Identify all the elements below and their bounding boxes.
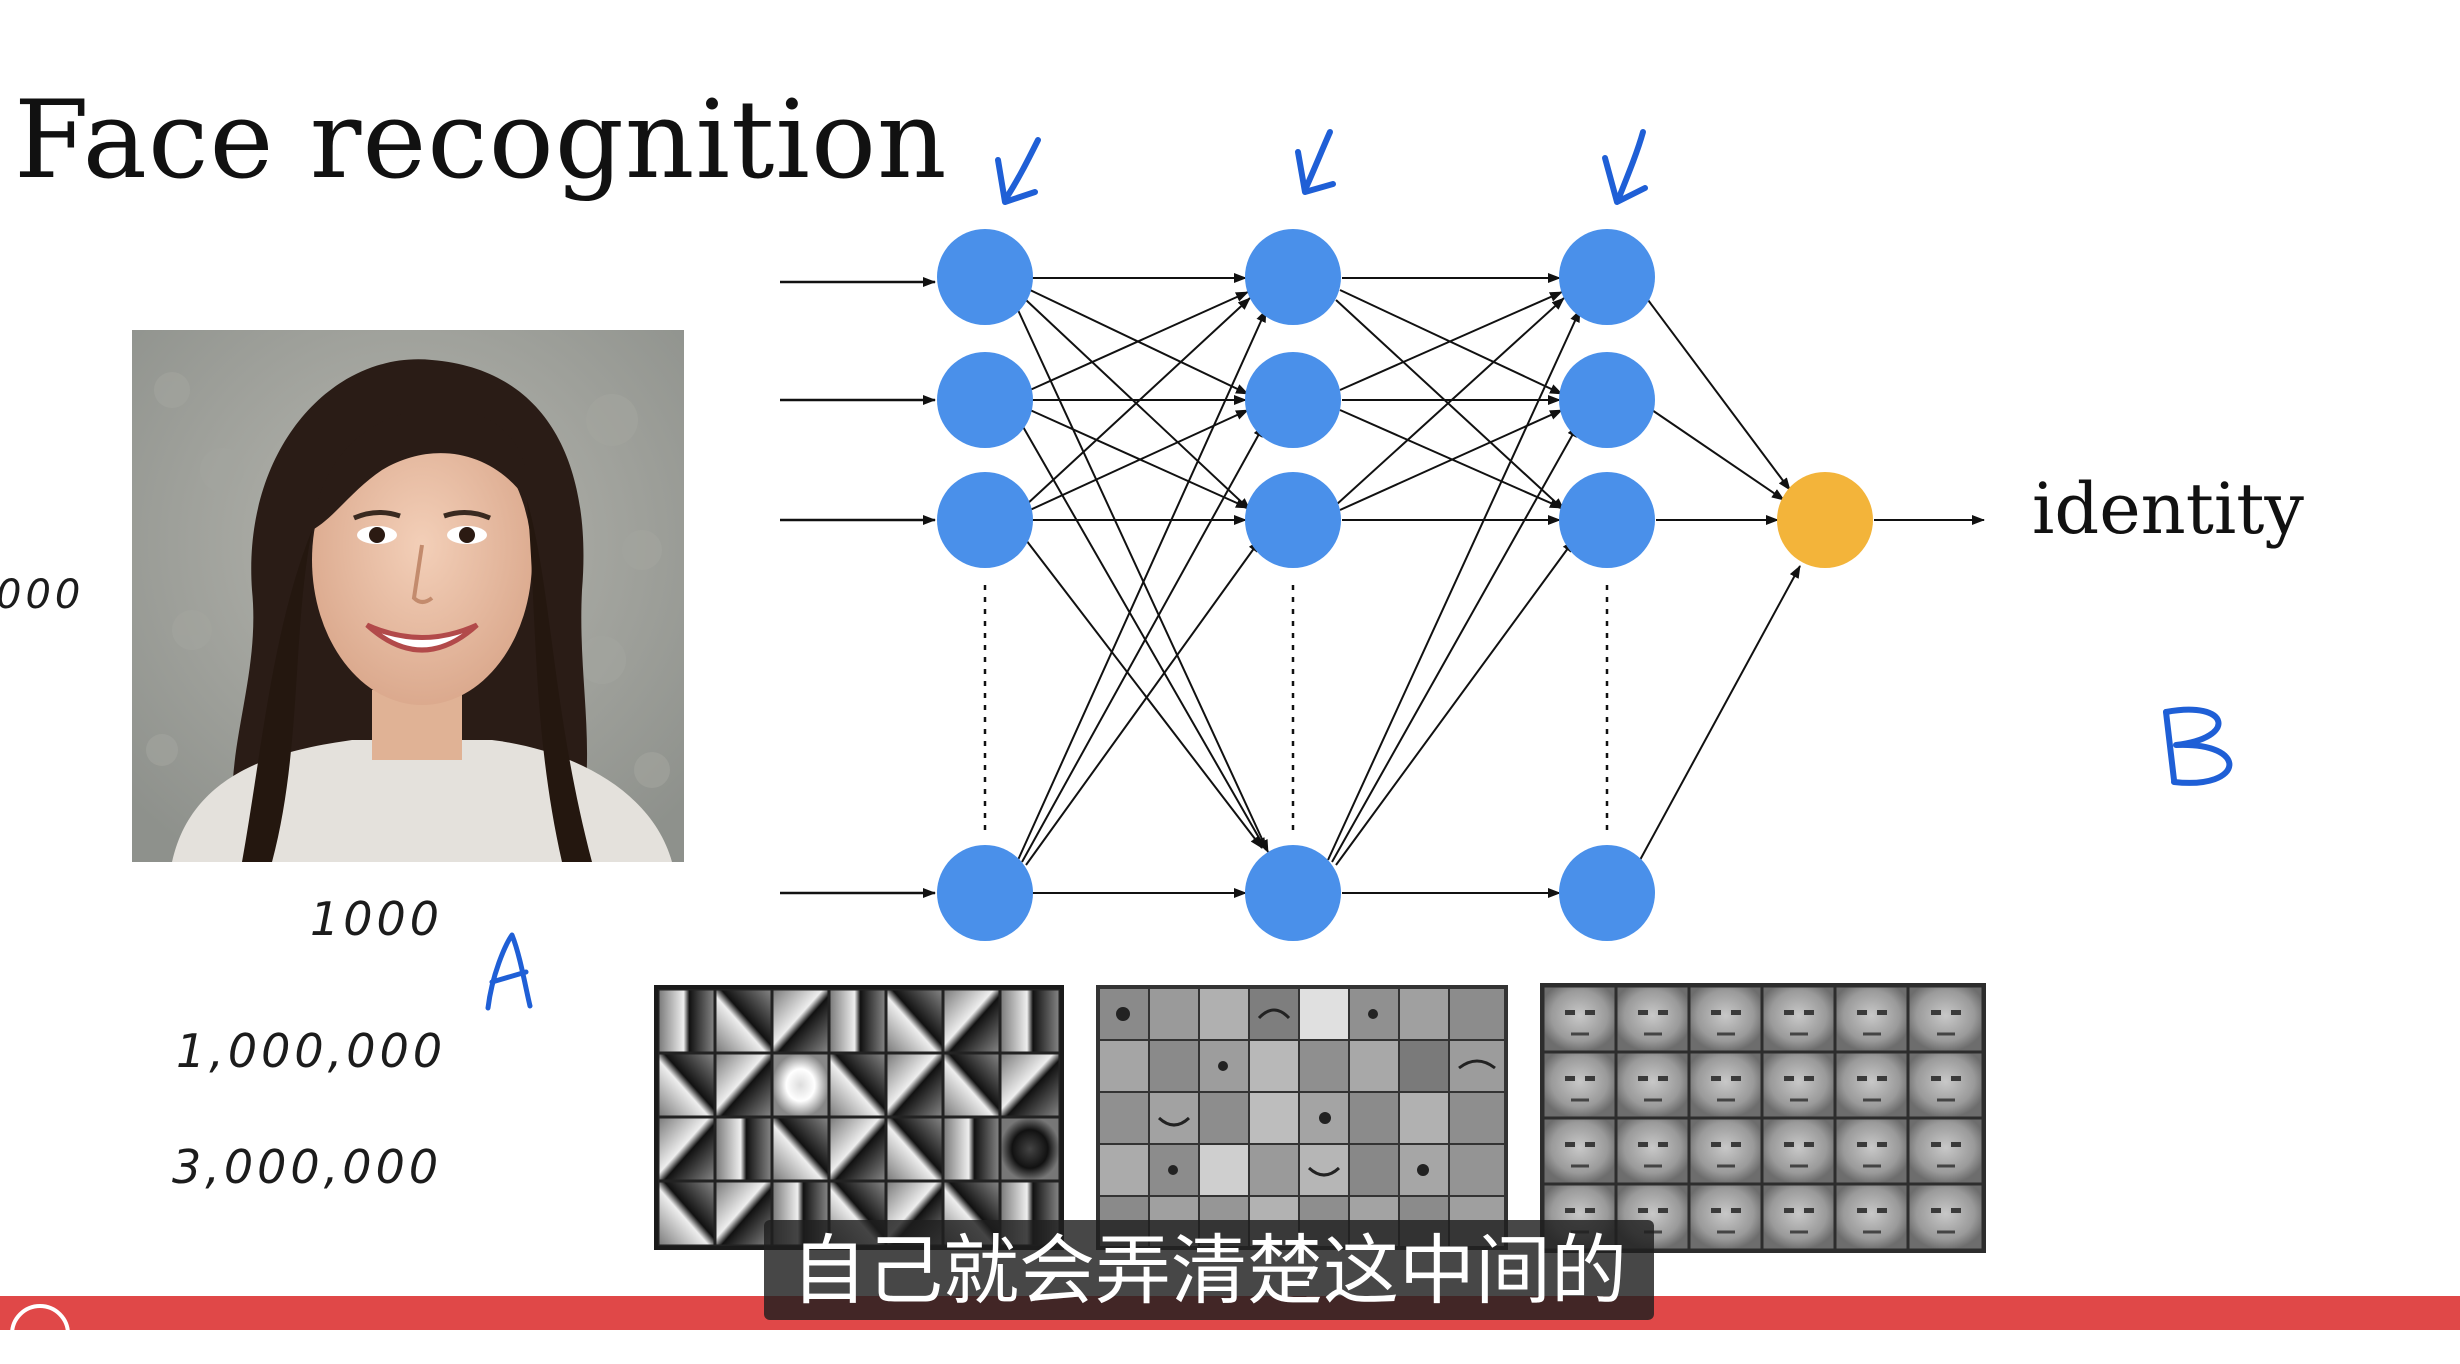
count-1000000: 1,000,000 <box>176 1024 447 1078</box>
edge-filters-image <box>656 987 1062 1248</box>
node-l2-4 <box>1245 845 1341 941</box>
count-1000: 1000 <box>310 892 444 946</box>
face-parts-grid <box>1096 985 1508 1250</box>
slide-title: Face recognition <box>14 78 948 203</box>
slide: Face recognition <box>0 78 2460 1364</box>
node-l3-1 <box>1559 229 1655 325</box>
letter-b-drawing <box>2163 706 2233 786</box>
node-l1-3 <box>937 472 1033 568</box>
count-3000000: 3,000,000 <box>172 1140 443 1194</box>
subtitle-text: 自己就会弄清楚这中间的 <box>791 1226 1627 1315</box>
subtitle-background <box>764 1220 1654 1320</box>
hand-drawn-down-arrow-icon <box>995 129 1648 205</box>
face-photo <box>132 330 684 862</box>
edges-layer2-layer3 <box>1327 273 1581 898</box>
output-node <box>1777 472 1873 568</box>
hidden-nodes <box>937 229 1655 941</box>
node-l3-2 <box>1559 352 1655 448</box>
left-edge-annotation: 000 <box>0 572 85 618</box>
node-l2-3 <box>1245 472 1341 568</box>
node-l1-4 <box>937 845 1033 941</box>
input-arrows <box>780 277 936 898</box>
face-parts-image <box>1098 987 1506 1248</box>
channel-logo-icon <box>10 1304 70 1364</box>
node-l1-1 <box>937 229 1033 325</box>
letter-a-drawing <box>485 932 533 1011</box>
face-models-image <box>1541 984 1985 1252</box>
node-l2-2 <box>1245 352 1341 448</box>
edges-layer1-layer2 <box>1017 273 1269 898</box>
ellipsis-dots <box>983 585 1609 835</box>
node-l1-2 <box>937 352 1033 448</box>
edges-layer3-output <box>1639 299 1985 861</box>
node-l3-3 <box>1559 472 1655 568</box>
node-l2-1 <box>1245 229 1341 325</box>
node-l3-4 <box>1559 845 1655 941</box>
neural-network-diagram <box>485 129 2233 1011</box>
output-label: identity <box>2032 468 2304 550</box>
edge-filters-grid <box>654 985 1064 1250</box>
face-photo-image <box>132 330 684 862</box>
face-models-grid <box>1540 983 1986 1253</box>
